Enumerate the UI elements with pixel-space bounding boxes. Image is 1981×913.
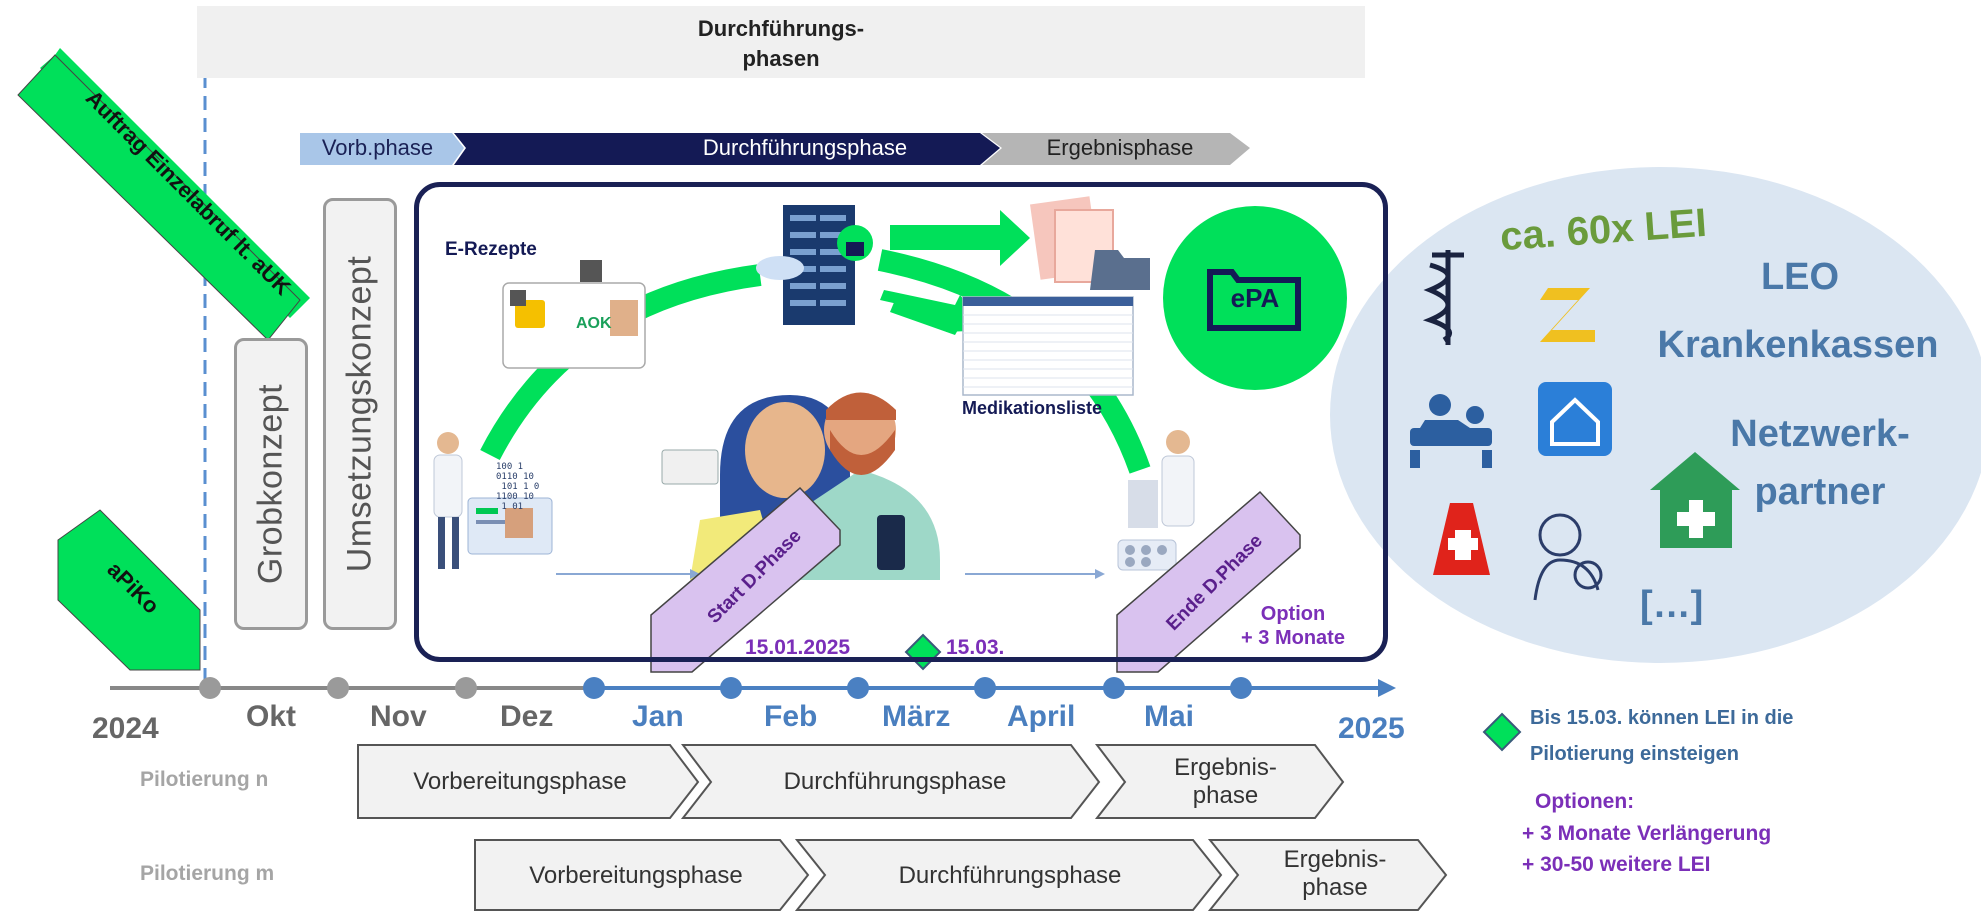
hebamme-icon bbox=[1533, 513, 1603, 601]
physio-icon bbox=[1410, 394, 1492, 468]
pilotierung-n-label: Pilotierung n bbox=[140, 768, 269, 791]
mid-date: 15.03. bbox=[946, 636, 1005, 659]
month-okt: Okt bbox=[246, 700, 297, 733]
medikationsliste-table bbox=[962, 296, 1134, 396]
durchfuehrung-frame bbox=[414, 182, 1388, 662]
leo-label: LEO bbox=[1760, 256, 1840, 298]
apotheke-icon bbox=[1433, 503, 1490, 575]
chevron-m-3 bbox=[1207, 839, 1448, 911]
purple-tag-end bbox=[1116, 490, 1301, 673]
chevron-m-1 bbox=[474, 839, 810, 911]
header-box bbox=[197, 6, 1365, 78]
umsetzungskonzept-box: Umsetzungskonzept bbox=[323, 198, 397, 630]
e-rezepte-label: E-Rezepte bbox=[445, 239, 537, 260]
doctor-icon bbox=[437, 432, 459, 454]
more-label: […] bbox=[1640, 584, 1704, 626]
phase-label-ergebnis: Ergebnisphase bbox=[1046, 135, 1194, 160]
option-1: + 3 Monate Verlängerung bbox=[1522, 822, 1772, 845]
binary-code: 100 1 0110 10 101 1 0 1100 10 1 01 bbox=[496, 462, 540, 512]
pilot-n-phase-3: Ergebnis- phase bbox=[1174, 754, 1277, 809]
year-2024: 2024 bbox=[92, 712, 159, 745]
start-date: 15.01.2025 bbox=[745, 636, 851, 659]
grobkonzept-box: Grobkonzept bbox=[234, 338, 308, 630]
pilotierung-m-label: Pilotierung m bbox=[140, 862, 275, 885]
month-april: April bbox=[1007, 700, 1076, 733]
medikationsliste-label: Medikationsliste bbox=[962, 398, 1103, 418]
month-feb: Feb bbox=[764, 700, 818, 733]
month-mai: Mai bbox=[1144, 700, 1195, 733]
epa-label: ePA bbox=[1230, 283, 1280, 313]
pilot-n-phase-1: Vorbereitungsphase bbox=[413, 768, 627, 795]
chevron-n-2 bbox=[680, 744, 1101, 819]
pharmacist-icon bbox=[1166, 430, 1190, 454]
chevron-n-1 bbox=[357, 744, 700, 819]
purple-tag-start bbox=[650, 486, 841, 673]
netzwerkpartner-label: Netzwerk- partner bbox=[1730, 413, 1910, 513]
month-nov: Nov bbox=[370, 700, 427, 733]
year-2025: 2025 bbox=[1338, 712, 1405, 745]
epa-circle bbox=[1163, 206, 1347, 390]
legend-diamond bbox=[1482, 712, 1522, 752]
qr-code bbox=[580, 260, 602, 282]
phase-label-vorb: Vorb.phase bbox=[321, 135, 434, 160]
folder-icon bbox=[1090, 250, 1150, 290]
green-tag-shape-apiko bbox=[57, 509, 201, 671]
header-title: Durchführungs- phasen bbox=[697, 16, 865, 71]
phase-bar-vorb bbox=[300, 133, 464, 165]
pflegeheim-icon bbox=[1538, 382, 1612, 456]
pilot-m-phase-3: Ergebnis- phase bbox=[1283, 846, 1387, 901]
diamond-note: Bis 15.03. können LEI in die Pilotierung… bbox=[1530, 707, 1794, 765]
phone-icon bbox=[877, 515, 905, 570]
option-2: + 30-50 weitere LEI bbox=[1522, 853, 1711, 876]
card-brand-label: AOK bbox=[576, 315, 612, 332]
umsetzungskonzept-label: Umsetzungskonzept bbox=[340, 255, 379, 573]
card-in-hand bbox=[661, 449, 719, 485]
pilot-m-phase-1: Vorbereitungsphase bbox=[529, 862, 743, 889]
phase-bar-durch bbox=[454, 133, 1000, 165]
month-jan: Jan bbox=[632, 700, 684, 733]
pilot-n-phase-2: Durchführungsphase bbox=[783, 768, 1007, 795]
caduceus-icon bbox=[1422, 250, 1464, 345]
zahnarzt-icon bbox=[1540, 288, 1595, 342]
grobkonzept-label: Grobkonzept bbox=[251, 383, 290, 585]
krankenkassen-label: Krankenkassen bbox=[1657, 324, 1939, 366]
partner-oval bbox=[1330, 167, 1981, 663]
chevron-m-2 bbox=[794, 839, 1223, 911]
options-title: Optionen: bbox=[1535, 790, 1635, 813]
green-arrow-right bbox=[890, 210, 1030, 266]
month-maerz: März bbox=[882, 700, 951, 733]
phase-bar-ergebnis bbox=[982, 133, 1250, 165]
month-dez: Dez bbox=[500, 700, 554, 733]
phase-label-durchfuehrung: Durchführungsphase bbox=[702, 135, 908, 160]
chevron-n-3 bbox=[1094, 744, 1345, 819]
option-text: Option + 3 Monate bbox=[1241, 603, 1345, 649]
hospital-icon bbox=[1650, 452, 1740, 548]
pilot-m-phase-2: Durchführungsphase bbox=[898, 862, 1122, 889]
